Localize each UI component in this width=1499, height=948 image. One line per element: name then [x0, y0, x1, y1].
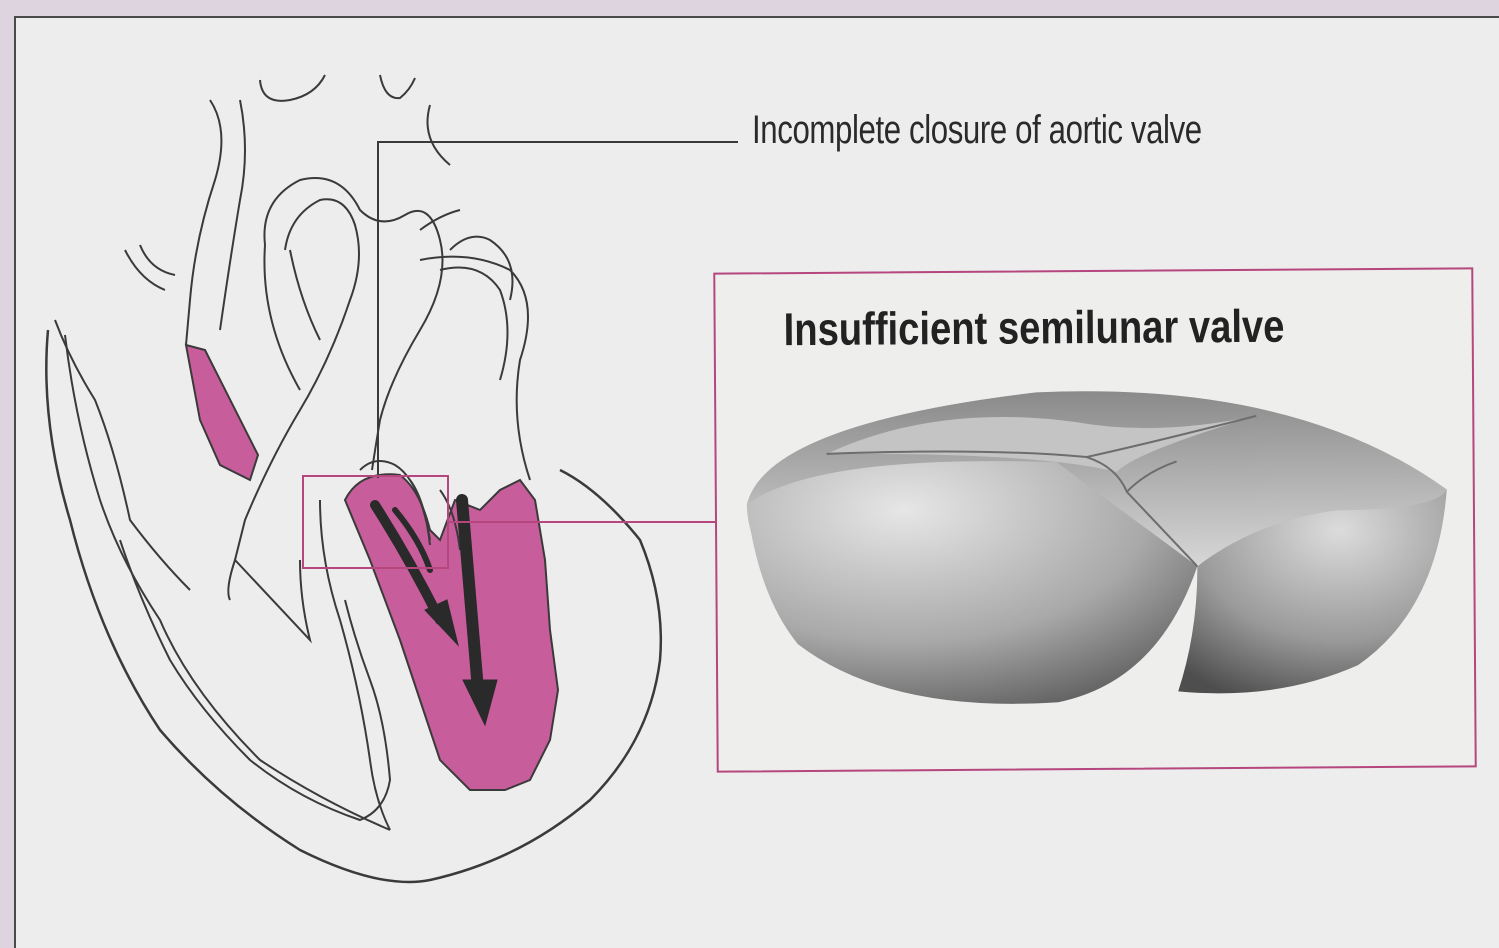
heart-outline	[46, 330, 661, 882]
aorta-inner	[235, 199, 359, 560]
superior-vena-cava	[186, 100, 245, 345]
left-atrium-wall	[420, 257, 530, 480]
semilunar-valve-illustration	[736, 379, 1458, 724]
pulmonary-trunk	[264, 245, 320, 390]
callout-leader-line	[378, 142, 738, 478]
arch-branches	[260, 75, 513, 300]
callout-label: Incomplete closure of aortic valve	[752, 108, 1202, 153]
right-atrium-blood	[186, 345, 258, 480]
inset-title: Insufficient semilunar valve	[783, 299, 1284, 356]
inset-panel: Insufficient semilunar valve	[713, 267, 1476, 772]
right-ventricle-outline	[228, 560, 310, 640]
